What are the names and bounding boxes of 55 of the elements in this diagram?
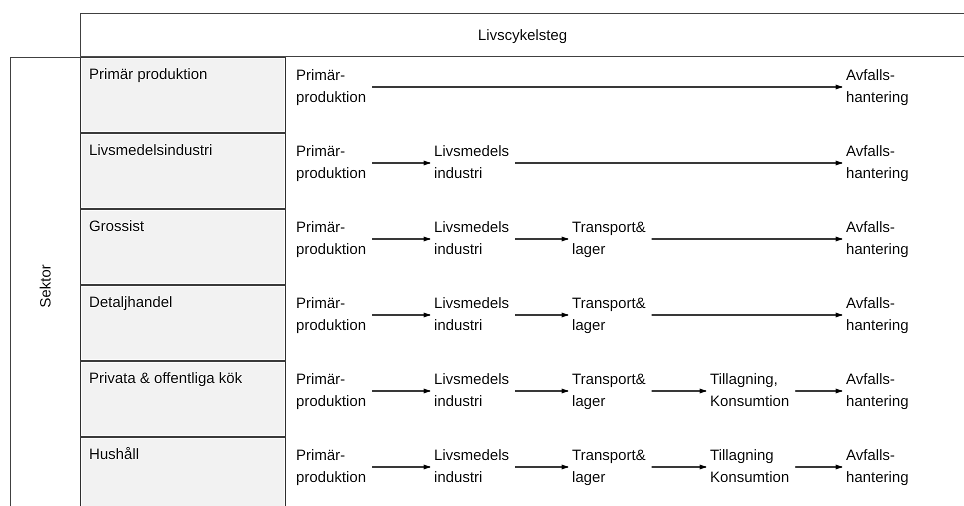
stage-label: Tillagning, Konsumtion	[710, 369, 790, 413]
arrow	[372, 388, 431, 394]
arrow	[372, 236, 431, 242]
arrow	[515, 464, 569, 470]
stage-label: Avfalls- hantering	[846, 293, 909, 337]
stage-label: Livsmedels industri	[434, 445, 510, 489]
arrow	[372, 464, 431, 470]
sector-cell	[80, 209, 286, 285]
arrow	[372, 84, 843, 90]
sector-cell	[80, 133, 286, 209]
stage-label: Primär- produktion	[296, 369, 366, 413]
arrow	[515, 160, 843, 166]
sector-label: Detaljhandel	[89, 293, 174, 313]
stage-label: Avfalls- hantering	[846, 217, 909, 261]
stage-label: Primär- produktion	[296, 65, 366, 109]
sector-label: Grossist	[89, 217, 146, 237]
stage-label: Transport& lager	[572, 369, 646, 413]
stage-label: Avfalls- hantering	[846, 65, 909, 109]
arrow	[372, 160, 431, 166]
stage-label: Livsmedels industri	[434, 217, 510, 261]
stage-label: Primär- produktion	[296, 445, 366, 489]
sector-label: Livsmedelsindustri	[89, 141, 214, 161]
sector-cell	[80, 361, 286, 437]
sector-cell	[80, 437, 286, 506]
stage-label: Primär- produktion	[296, 141, 366, 185]
stage-label: Tillagning Konsumtion	[710, 445, 790, 489]
stage-label: Transport& lager	[572, 217, 646, 261]
arrow	[652, 236, 843, 242]
stage-label: Avfalls- hantering	[846, 445, 909, 489]
stage-label: Transport& lager	[572, 445, 646, 489]
arrow	[515, 388, 569, 394]
arrow	[652, 388, 707, 394]
sector-cell	[80, 57, 286, 133]
stage-label: Livsmedels industri	[434, 369, 510, 413]
stage-label: Primär- produktion	[296, 293, 366, 337]
arrow	[652, 312, 843, 318]
stage-label: Primär- produktion	[296, 217, 366, 261]
axis-label: Sektor	[37, 264, 54, 308]
arrow	[795, 464, 843, 470]
sector-cell	[80, 285, 286, 361]
sector-label: Primär produktion	[89, 65, 208, 85]
arrow	[795, 388, 843, 394]
stage-label: Avfalls- hantering	[846, 369, 909, 413]
arrow	[372, 312, 431, 318]
stage-label: Livsmedels industri	[434, 141, 510, 185]
sector-label: Hushåll	[89, 445, 140, 465]
sector-label: Privata & offentliga kök	[89, 369, 244, 389]
stage-label: Transport& lager	[572, 293, 646, 337]
header-label: Livscykelsteg	[478, 26, 568, 44]
header-box	[80, 13, 964, 57]
arrow	[652, 464, 707, 470]
stage-label: Avfalls- hantering	[846, 141, 909, 185]
arrow	[515, 312, 569, 318]
arrow	[515, 236, 569, 242]
stage-label: Livsmedels industri	[434, 293, 510, 337]
